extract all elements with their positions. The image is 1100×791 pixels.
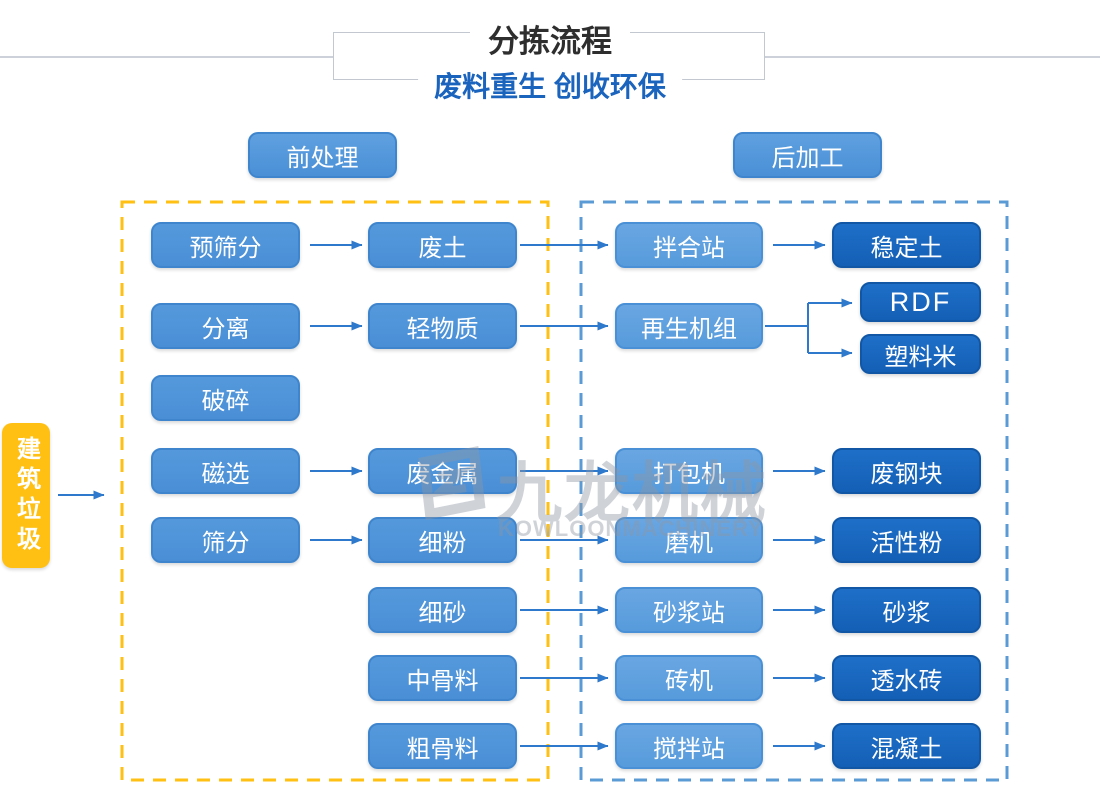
- flow-node-stabilized-soil: 稳定土: [832, 222, 981, 268]
- post-frame: [579, 200, 1009, 782]
- flow-node-mill: 磨机: [615, 517, 763, 563]
- flow-node-waste-steel-block: 废钢块: [832, 448, 981, 494]
- flow-node-pre-screening: 预筛分: [151, 222, 300, 268]
- flow-node-fine-sand: 细砂: [368, 587, 517, 633]
- flow-node-brick-machine: 砖机: [615, 655, 763, 701]
- section-label-postprocessing: 后加工: [733, 132, 882, 178]
- flow-node-active-powder: 活性粉: [832, 517, 981, 563]
- flow-node-rdf: RDF: [860, 282, 981, 322]
- section-label-preprocessing: 前处理: [248, 132, 397, 178]
- flow-node-fine-powder: 细粉: [368, 517, 517, 563]
- flow-node-light-material: 轻物质: [368, 303, 517, 349]
- flow-node-screening: 筛分: [151, 517, 300, 563]
- flow-node-concrete: 混凝土: [832, 723, 981, 769]
- flow-node-regeneration-unit: 再生机组: [615, 303, 763, 349]
- page-title: 分拣流程: [470, 16, 630, 61]
- flow-node-mixing-plant: 拌合站: [615, 222, 763, 268]
- flow-node-mortar: 砂浆: [832, 587, 981, 633]
- flow-node-medium-aggregate: 中骨料: [368, 655, 517, 701]
- flow-node-waste-soil: 废土: [368, 222, 517, 268]
- page-subtitle: 废料重生 创收环保: [418, 65, 682, 105]
- flow-node-permeable-brick: 透水砖: [832, 655, 981, 701]
- flow-node-plastic-pellets: 塑料米: [860, 334, 981, 374]
- flow-node-mortar-station: 砂浆站: [615, 587, 763, 633]
- flow-node-crushing: 破碎: [151, 375, 300, 421]
- flow-node-baler: 打包机: [615, 448, 763, 494]
- flow-node-coarse-aggregate: 粗骨料: [368, 723, 517, 769]
- flow-node-concrete-mixing-station: 搅拌站: [615, 723, 763, 769]
- flow-node-separation: 分离: [151, 303, 300, 349]
- flow-node-waste-metal: 废金属: [368, 448, 517, 494]
- flow-node-magnetic-separation: 磁选: [151, 448, 300, 494]
- source-construction-waste: 建筑垃圾: [2, 423, 50, 568]
- pre-frame: [120, 200, 550, 782]
